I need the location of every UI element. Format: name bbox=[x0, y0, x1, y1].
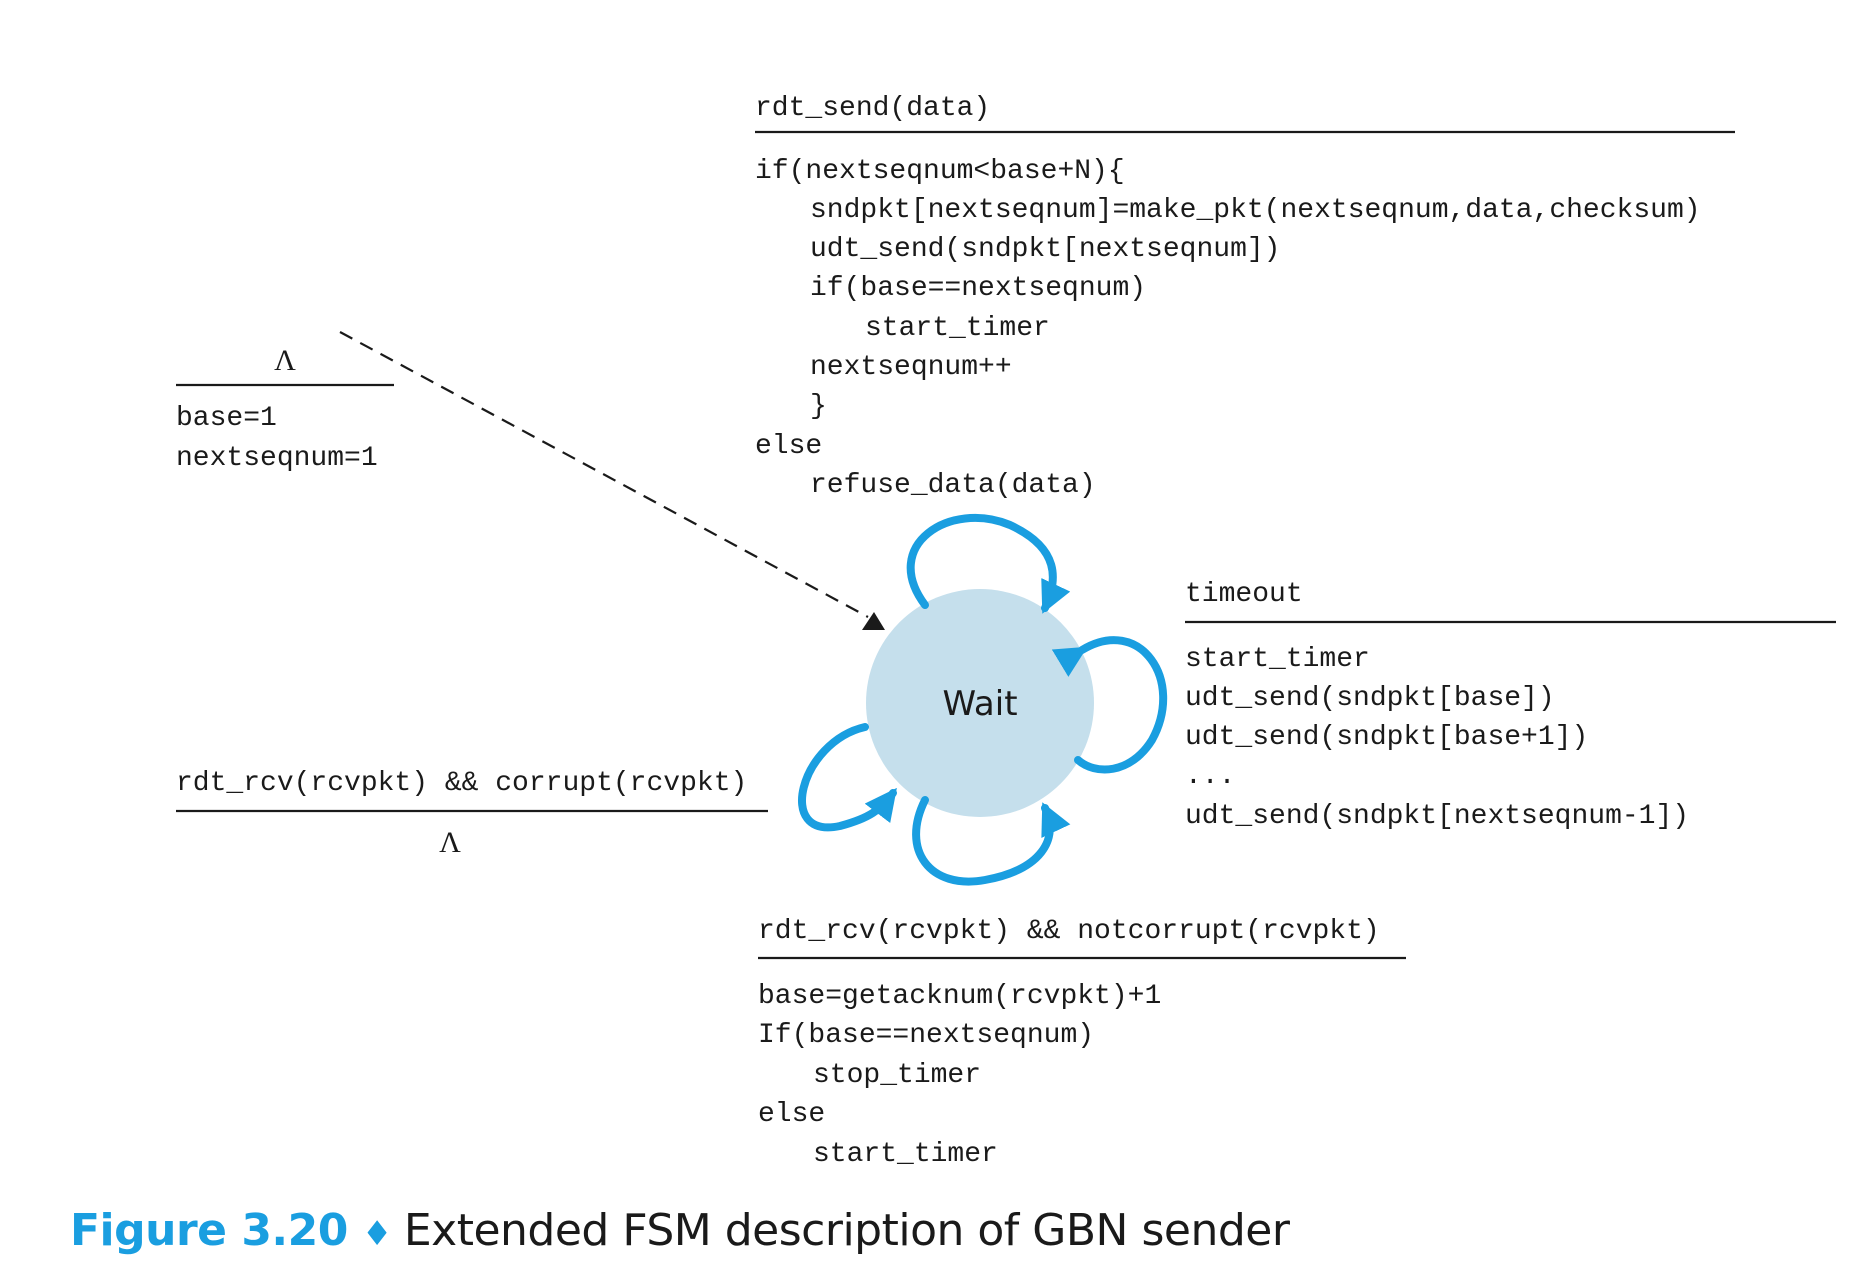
corrupt-self-loop bbox=[798, 723, 897, 832]
init-arrowhead bbox=[862, 612, 885, 630]
send-action-line: nextseqnum++ bbox=[810, 352, 1012, 383]
corrupt-action-lambda: Λ bbox=[439, 826, 461, 859]
ack-action-line: If(base==nextseqnum) bbox=[758, 1020, 1094, 1051]
init-dashed-arrow bbox=[339, 331, 869, 618]
ack-transition-label: rdt_rcv(rcvpkt) && notcorrupt(rcvpkt) ba… bbox=[758, 916, 1406, 1170]
ack-action-line: base=getacknum(rcvpkt)+1 bbox=[758, 981, 1161, 1012]
timeout-transition-label: timeout start_timer udt_send(sndpkt[base… bbox=[1185, 579, 1836, 832]
send-action-line: sndpkt[nextseqnum]=make_pkt(nextseqnum,d… bbox=[810, 195, 1701, 226]
send-action-line: start_timer bbox=[865, 313, 1050, 344]
init-action-line: base=1 bbox=[176, 403, 277, 434]
caption-separator: ♦ bbox=[361, 1214, 392, 1254]
corrupt-transition-label: rdt_rcv(rcvpkt) && corrupt(rcvpkt) Λ bbox=[176, 768, 768, 859]
init-action-line: nextseqnum=1 bbox=[176, 443, 378, 474]
send-action-line: } bbox=[810, 391, 827, 422]
wait-state-label: Wait bbox=[942, 684, 1017, 724]
ack-event: rdt_rcv(rcvpkt) && notcorrupt(rcvpkt) bbox=[758, 916, 1380, 947]
send-self-loop bbox=[906, 513, 1071, 614]
wait-state-circle bbox=[866, 589, 1094, 817]
timeout-event: timeout bbox=[1185, 579, 1303, 610]
timeout-action-line: udt_send(sndpkt[base+1]) bbox=[1185, 722, 1588, 753]
send-transition-label: rdt_send(data) if(nextseqnum<base+N){ sn… bbox=[755, 93, 1735, 501]
init-event-lambda: Λ bbox=[274, 344, 296, 377]
ack-action-line: else bbox=[758, 1099, 825, 1130]
figure-number: Figure 3.20 bbox=[70, 1205, 348, 1256]
corrupt-event: rdt_rcv(rcvpkt) && corrupt(rcvpkt) bbox=[176, 768, 747, 799]
timeout-action-line: udt_send(sndpkt[nextseqnum-1]) bbox=[1185, 801, 1689, 832]
ack-action-line: stop_timer bbox=[813, 1060, 981, 1091]
timeout-action-line: ... bbox=[1185, 761, 1235, 792]
caption-text: Extended FSM description of GBN sender bbox=[403, 1205, 1290, 1256]
send-action-line: if(nextseqnum<base+N){ bbox=[755, 156, 1125, 187]
figure-caption: Figure 3.20 ♦ Extended FSM description of … bbox=[70, 1205, 1290, 1256]
send-action-line: else bbox=[755, 431, 822, 462]
ack-action-line: start_timer bbox=[813, 1139, 998, 1170]
init-transition-label: Λ base=1 nextseqnum=1 bbox=[176, 344, 394, 474]
timeout-action-line: start_timer bbox=[1185, 644, 1370, 675]
timeout-action-line: udt_send(sndpkt[base]) bbox=[1185, 683, 1555, 714]
send-action-line: if(base==nextseqnum) bbox=[810, 273, 1146, 304]
ack-self-loop bbox=[912, 796, 1071, 886]
send-action-line: udt_send(sndpkt[nextseqnum]) bbox=[810, 234, 1280, 265]
timeout-self-loop bbox=[1051, 636, 1167, 774]
send-event: rdt_send(data) bbox=[755, 93, 990, 124]
send-action-line: refuse_data(data) bbox=[810, 470, 1096, 501]
